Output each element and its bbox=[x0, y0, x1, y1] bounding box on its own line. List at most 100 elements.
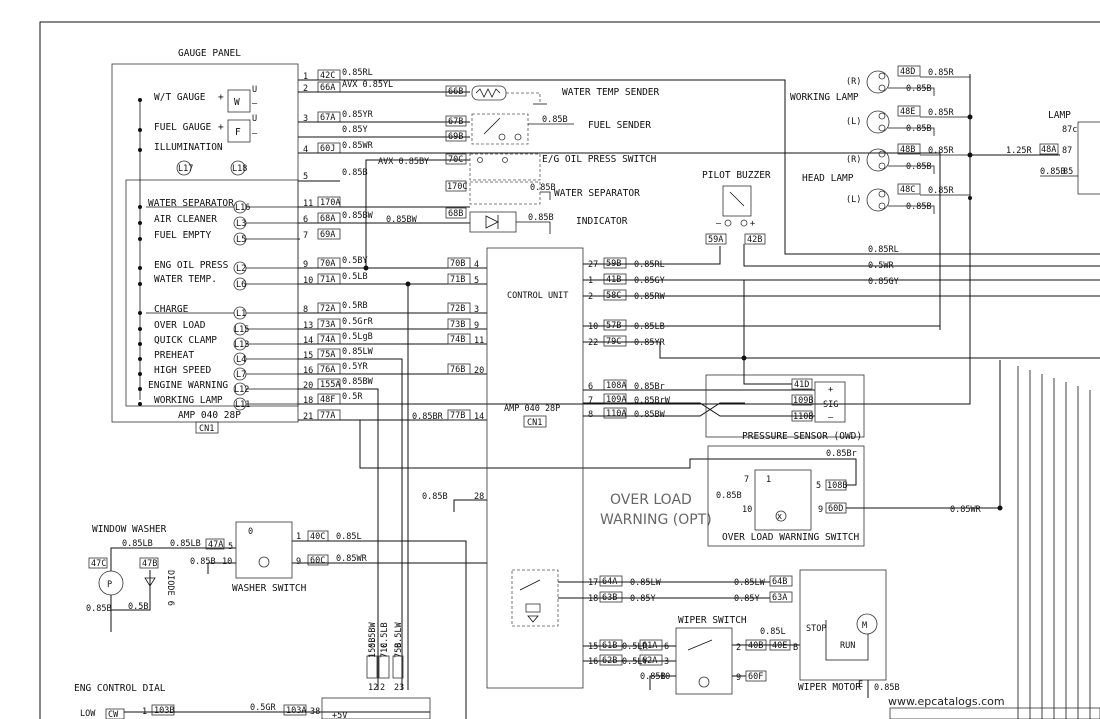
wiper-motor-wire-085b: 0.85B bbox=[874, 683, 900, 693]
gauge-pin-wire: 0.85YR bbox=[342, 110, 374, 120]
lamp-side: (L) bbox=[846, 117, 861, 127]
lamp-icon bbox=[866, 70, 890, 94]
air-cleaner-label: AIR CLEANER bbox=[154, 214, 217, 225]
stop-label: STOP bbox=[806, 624, 826, 634]
code-70c-box bbox=[445, 153, 467, 165]
lamp-filament bbox=[878, 124, 886, 132]
eg-oil-press-switch-label: E/G OIL PRESS SWITCH bbox=[542, 154, 657, 165]
u-letter: U bbox=[252, 85, 257, 95]
wiper-pin-2nd: 6 bbox=[664, 642, 669, 652]
lamp-wire-b: 0.85B bbox=[906, 124, 932, 134]
gauge-pin-wire: 0.85BW bbox=[342, 211, 374, 221]
gauge-pin-code-box bbox=[317, 228, 341, 240]
gauge-pin-code: 60J bbox=[320, 144, 335, 154]
code-170c: 170C bbox=[447, 182, 467, 192]
page-border bbox=[39, 21, 1100, 719]
code-103b-box bbox=[151, 704, 175, 716]
wiper-motor-frame bbox=[799, 569, 887, 681]
owd-switch-frame bbox=[707, 445, 865, 547]
pilot-buzzer-label: PILOT BUZZER bbox=[702, 170, 771, 181]
contact bbox=[740, 219, 748, 227]
relay-code-2: 64B bbox=[772, 577, 787, 587]
gauge-pin-num: 13 bbox=[303, 321, 313, 331]
wiper-code-box bbox=[599, 639, 623, 651]
plus-sign-2: + bbox=[218, 122, 224, 133]
cu-right-wire: 0.85LB bbox=[634, 322, 665, 332]
cu-right-code-box bbox=[603, 319, 627, 331]
owd-switch-box bbox=[754, 469, 812, 531]
cu-left-pin: 14 bbox=[474, 412, 484, 422]
relay-wire-2: 0.85LW bbox=[734, 578, 766, 588]
wiper-pin-b: B bbox=[793, 643, 798, 653]
cu-right-pin: 8 bbox=[588, 410, 593, 420]
gauge-panel-inner bbox=[125, 179, 299, 407]
code-47b-box bbox=[139, 557, 159, 569]
code-66b: 66B bbox=[448, 87, 463, 97]
bottom-frame bbox=[889, 707, 1100, 719]
wiper-wire-085b: 0.85B bbox=[640, 672, 666, 682]
cu-right-pin: 7 bbox=[588, 396, 593, 406]
water-sep-wire: 0.85B bbox=[530, 183, 556, 193]
low-label: LOW bbox=[80, 709, 96, 719]
washer-wire-085b-2: 0.85B bbox=[190, 557, 216, 567]
owd-wire-085b: 0.85B bbox=[716, 491, 742, 501]
lamp-code-box bbox=[897, 183, 921, 195]
code-48a-box bbox=[1039, 143, 1059, 155]
lamp-code: 48D bbox=[900, 67, 915, 77]
gauge-pin-wire: 0.85LW bbox=[342, 347, 374, 357]
lamp-code-box bbox=[897, 65, 921, 77]
lamp-code-box bbox=[897, 143, 921, 155]
pressure-sensor-box bbox=[814, 381, 846, 423]
wire-060j bbox=[298, 152, 941, 330]
gauge-pin-code: 48F bbox=[320, 395, 335, 405]
code-60c-box bbox=[307, 554, 329, 566]
gauge-pin-wire: 0.5R bbox=[342, 392, 363, 402]
cu-right-code-box bbox=[603, 407, 627, 419]
vert-wire-code-box bbox=[366, 655, 378, 679]
cu-right-pin: 6 bbox=[588, 382, 593, 392]
control-unit-label: CONTROL UNIT bbox=[507, 291, 568, 301]
gauge-pin-num: 10 bbox=[303, 276, 313, 286]
wiper-lamp bbox=[698, 676, 710, 688]
dot bbox=[138, 357, 142, 361]
over-load-warning-line2: WARNING (OPT) bbox=[600, 512, 712, 528]
dot bbox=[138, 98, 142, 102]
gauge-pin-wire: 0.85RL bbox=[342, 68, 373, 78]
plus-sign-3: + bbox=[750, 219, 755, 229]
lamp-ground bbox=[888, 87, 935, 96]
code-108b: 108B bbox=[827, 481, 847, 491]
eng-oil-press-label: ENG OIL PRESS bbox=[154, 260, 229, 271]
over-load-label: OVER LOAD bbox=[154, 320, 206, 331]
water-separator-switch-symbol bbox=[469, 181, 541, 205]
owd-wire-in: 0.85Br bbox=[826, 449, 857, 459]
cn1-label: CN1 bbox=[199, 424, 214, 434]
gauge-pin-code: 77A bbox=[320, 411, 335, 421]
lamp-wire-r: 0.85R bbox=[928, 68, 954, 78]
gauge-pin-num: 3 bbox=[303, 114, 308, 124]
cu-right-code-box bbox=[603, 289, 627, 301]
code-42b: 42B bbox=[747, 235, 762, 245]
cu-right-wire: 0.85GY bbox=[634, 276, 665, 286]
gauge-pin-wire: 0.5RB bbox=[342, 301, 368, 311]
junction-dot bbox=[967, 114, 973, 120]
sensor-sig: SIG bbox=[823, 400, 838, 410]
cu-right-pin: 22 bbox=[588, 338, 598, 348]
l12-label: L12 bbox=[234, 385, 249, 395]
relay-wire: 0.85Y bbox=[630, 594, 656, 604]
water-temp-sender-symbol bbox=[471, 85, 507, 101]
avx-085by-wire: AVX 0.85BY bbox=[378, 157, 429, 167]
dot bbox=[138, 311, 142, 315]
cu-left-pin: 20 bbox=[474, 366, 484, 376]
lamp-relay-box bbox=[1077, 121, 1100, 195]
washer-pin-5: 5 bbox=[228, 542, 233, 552]
wire-05b bbox=[111, 570, 151, 611]
cu-right-wire: 0.85RL bbox=[634, 260, 665, 270]
code-42b-box bbox=[744, 233, 766, 245]
gauge-pin-num: 8 bbox=[303, 305, 308, 315]
lamp-icon bbox=[866, 188, 890, 212]
cw-box bbox=[105, 708, 125, 719]
dot bbox=[138, 327, 142, 331]
wire-to-sensor bbox=[659, 342, 1100, 359]
dial-wire: 0.5GR bbox=[250, 703, 276, 713]
